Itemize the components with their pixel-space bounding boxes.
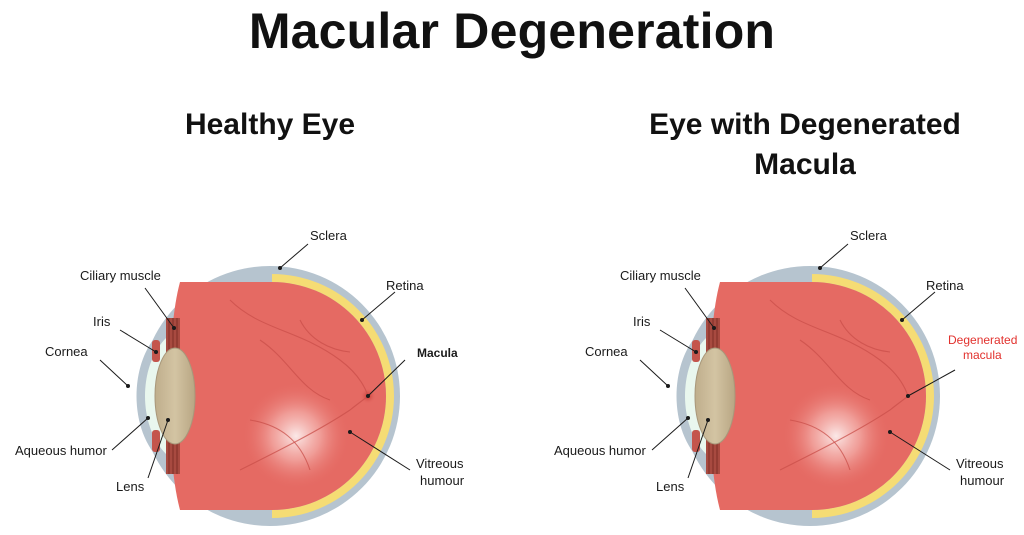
label-vitreous-line-2: humour [960, 473, 1005, 488]
label-iris: Iris [93, 314, 111, 329]
label-cornea: Cornea [45, 344, 88, 359]
retinal-vessel [229, 299, 369, 397]
label-lens: Lens [116, 479, 145, 494]
degenerated-eye: Sclera Ciliary muscle Retina Iris Degene… [554, 228, 1017, 526]
label-retina: Retina [926, 278, 964, 293]
lens-shape [154, 347, 196, 445]
label-ciliary-muscle: Ciliary muscle [620, 268, 701, 283]
retinal-vessel [259, 339, 331, 401]
label-degenerated-macula-line-1: Degenerated [948, 333, 1017, 347]
lens-shape [694, 347, 736, 445]
iris-lower [152, 430, 160, 452]
retinal-vessel [299, 319, 351, 353]
degenerated-eye-heading-line-2: Macula [754, 148, 856, 181]
label-retina: Retina [386, 278, 424, 293]
light-glow [782, 382, 890, 490]
retinal-vessel [249, 419, 311, 471]
retinal-vessel [769, 299, 909, 397]
light-glow [242, 382, 350, 490]
label-aqueous-humor: Aqueous humor [15, 443, 107, 458]
degenerated-eye-heading: Eye with Degenerated Macula [610, 105, 1000, 185]
label-sclera: Sclera [850, 228, 888, 243]
retinal-vessel [799, 339, 871, 401]
retinal-vessel [789, 419, 851, 471]
label-vitreous-line-1: Vitreous [416, 456, 464, 471]
degenerated-eye-heading-line-1: Eye with Degenerated [649, 108, 961, 141]
label-aqueous-humor: Aqueous humor [554, 443, 646, 458]
label-cornea: Cornea [585, 344, 628, 359]
retinal-vessel [839, 319, 891, 353]
label-iris: Iris [633, 314, 651, 329]
label-lens: Lens [656, 479, 685, 494]
label-vitreous-line-2: humour [420, 473, 465, 488]
healthy-eye: Sclera Ciliary muscle Retina Iris Macula… [15, 228, 465, 526]
retinal-vessel [239, 395, 369, 471]
label-ciliary-muscle: Ciliary muscle [80, 268, 161, 283]
label-macula: Macula [417, 346, 458, 360]
label-vitreous-line-1: Vitreous [956, 456, 1004, 471]
iris-lower [692, 430, 700, 452]
healthy-eye-heading: Healthy Eye [184, 108, 356, 141]
page-title: Macular Degeneration [248, 3, 776, 59]
label-sclera: Sclera [310, 228, 348, 243]
label-degenerated-macula-line-2: macula [963, 348, 1002, 362]
retinal-vessel [779, 395, 909, 471]
